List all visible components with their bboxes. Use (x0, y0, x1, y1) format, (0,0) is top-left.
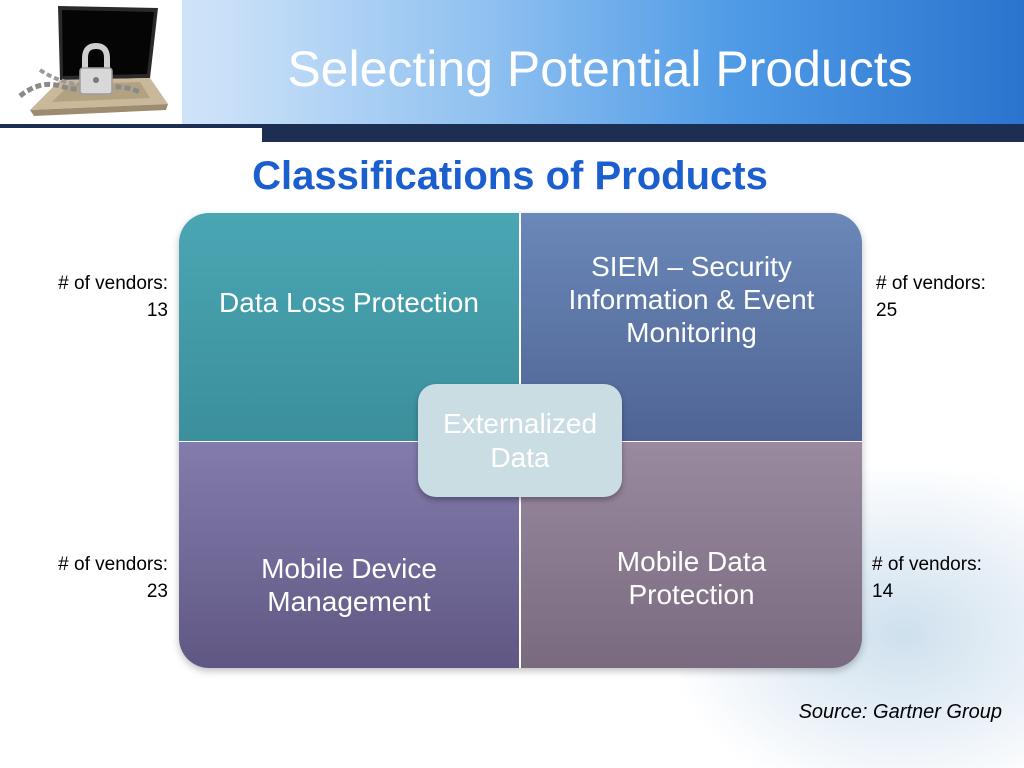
vendor-count-value: 13 (146, 300, 168, 321)
laptop-lock-image (0, 0, 182, 124)
center-label: Externalized Data (442, 407, 598, 473)
vendor-count-siem: # of vendors: 25 (876, 270, 1016, 324)
header-divider-accent (0, 128, 262, 142)
quadrant-label: Mobile Data Protection (616, 545, 767, 610)
vendor-count-value: 23 (146, 581, 168, 602)
quadrant-label: Data Loss Protection (219, 286, 479, 318)
source-citation: Source: Gartner Group (798, 701, 1002, 723)
vendor-count-value: 25 (876, 300, 898, 321)
vendor-count-label: # of vendors: (876, 273, 986, 294)
quadrant-mobile-device-management: Mobile Device Management (179, 442, 519, 668)
slide-title: Selecting Potential Products (287, 41, 913, 97)
laptop-lock-icon (18, 6, 168, 116)
vendor-count-label: # of vendors: (58, 554, 168, 575)
vendor-count-mobile-device-management: # of vendors: 23 (20, 551, 168, 605)
vendor-count-mobile-data-protection: # of vendors: 14 (872, 551, 1016, 605)
vendor-count-label: # of vendors: (58, 273, 168, 294)
quadrant-label: SIEM – Security Information & Event Moni… (568, 251, 815, 348)
vendor-count-label: # of vendors: (872, 554, 982, 575)
vendor-count-value: 14 (872, 581, 894, 602)
quadrant-label: Mobile Device Management (261, 553, 437, 617)
vendor-count-data-loss-protection: # of vendors: 13 (20, 270, 168, 324)
center-externalized-data: Externalized Data (418, 384, 622, 497)
classification-matrix: Data Loss Protection SIEM – Security Inf… (179, 213, 862, 668)
slide-subtitle: Classifications of Products (252, 154, 768, 198)
